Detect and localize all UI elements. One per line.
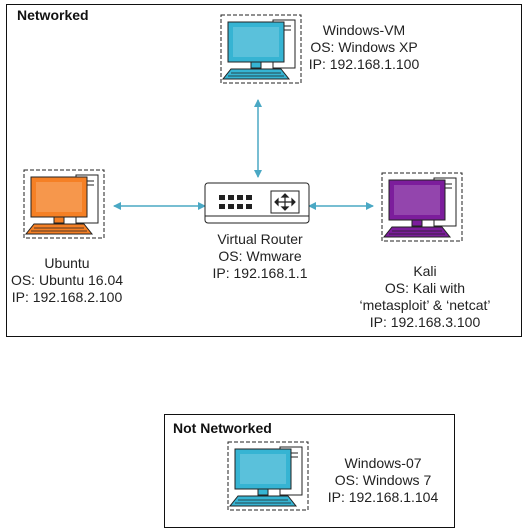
ubuntu-ip: IP: 192.168.2.100 bbox=[11, 289, 123, 305]
kali-os: OS: Kali with bbox=[384, 280, 466, 296]
windows-07-label: Windows-07 OS: Windows 7 IP: 192.168.1.1… bbox=[322, 455, 444, 506]
windows-07-os: OS: Windows 7 bbox=[334, 472, 432, 488]
ubuntu-name: Ubuntu bbox=[44, 255, 90, 271]
windows-vm-name: Windows-VM bbox=[322, 22, 406, 38]
ubuntu-label: Ubuntu OS: Ubuntu 16.04 IP: 192.168.2.10… bbox=[2, 255, 132, 306]
router-icon bbox=[204, 182, 310, 224]
kali-label: Kali OS: Kali with ‘metasploit’ & ‘netca… bbox=[340, 263, 510, 331]
ubuntu-computer-icon bbox=[23, 169, 105, 239]
networked-group-frame bbox=[6, 4, 522, 337]
router-name: Virtual Router bbox=[217, 231, 303, 247]
windows-07-computer-icon bbox=[227, 441, 309, 511]
router-os: OS: Wmware bbox=[218, 248, 302, 264]
ubuntu-os: OS: Ubuntu 16.04 bbox=[10, 272, 124, 288]
kali-name: Kali bbox=[413, 263, 437, 279]
kali-os-line2: ‘metasploit’ & ‘netcat’ bbox=[359, 297, 491, 313]
not-networked-group-frame bbox=[164, 414, 455, 528]
windows-vm-os: OS: Windows XP bbox=[310, 39, 418, 55]
windows-vm-computer-icon bbox=[220, 14, 302, 84]
networked-group-title: Networked bbox=[17, 7, 89, 23]
kali-computer-icon bbox=[381, 172, 463, 242]
kali-ip: IP: 192.168.3.100 bbox=[369, 314, 481, 330]
windows-vm-ip: IP: 192.168.1.100 bbox=[308, 56, 420, 72]
windows-07-name: Windows-07 bbox=[344, 455, 422, 471]
router-ip: IP: 192.168.1.1 bbox=[212, 265, 308, 281]
windows-07-ip: IP: 192.168.1.104 bbox=[327, 489, 439, 505]
router-label: Virtual Router OS: Wmware IP: 192.168.1.… bbox=[196, 231, 324, 282]
windows-vm-label: Windows-VM OS: Windows XP IP: 192.168.1.… bbox=[306, 22, 422, 73]
not-networked-group-title: Not Networked bbox=[173, 420, 272, 436]
